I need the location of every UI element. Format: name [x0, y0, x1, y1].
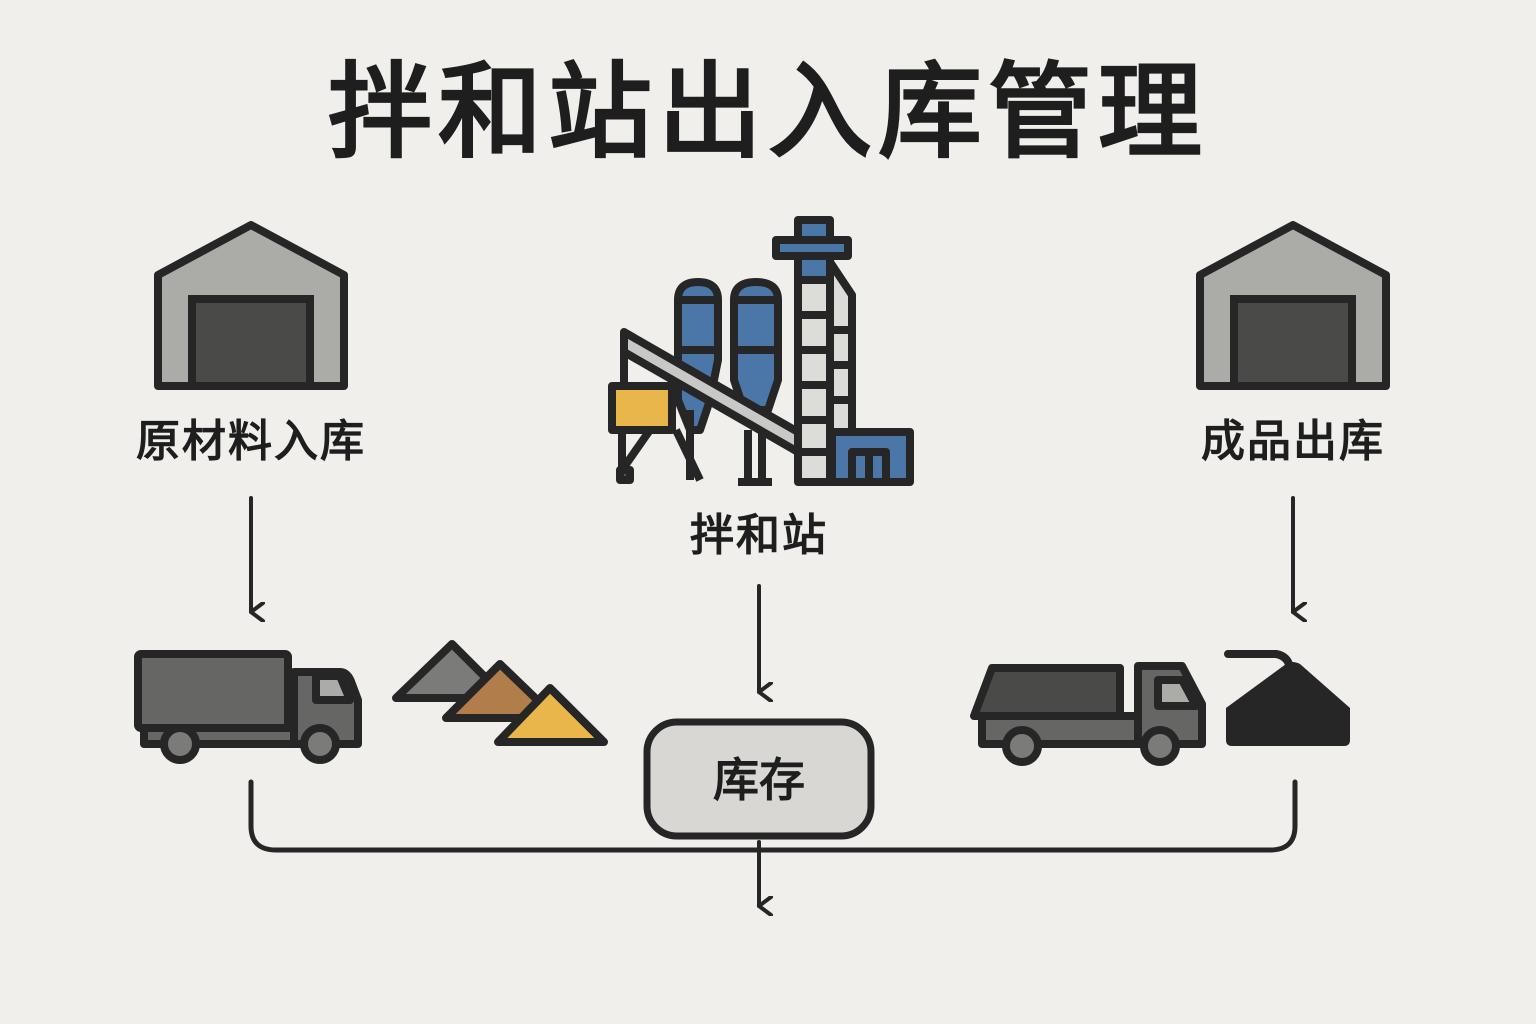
mixing-plant-icon — [608, 216, 914, 486]
inventory-box[interactable] — [643, 718, 875, 840]
concrete-pile-icon — [1224, 650, 1350, 746]
bracket-connector — [248, 779, 1298, 853]
warehouse-icon — [154, 221, 348, 390]
page-title: 拌和站出入库管理 — [327, 51, 1208, 173]
aggregate-piles-icon — [392, 640, 608, 746]
mixing-plant-label: 拌和站 — [690, 510, 828, 561]
raw-material-in-label: 原材料入库 — [136, 416, 366, 467]
inventory-label: 库存 — [713, 753, 805, 807]
dump-truck-icon — [970, 662, 1206, 766]
warehouse-icon — [1196, 221, 1390, 390]
box-truck-icon — [134, 650, 362, 764]
finished-out-label: 成品出库 — [1201, 416, 1385, 467]
